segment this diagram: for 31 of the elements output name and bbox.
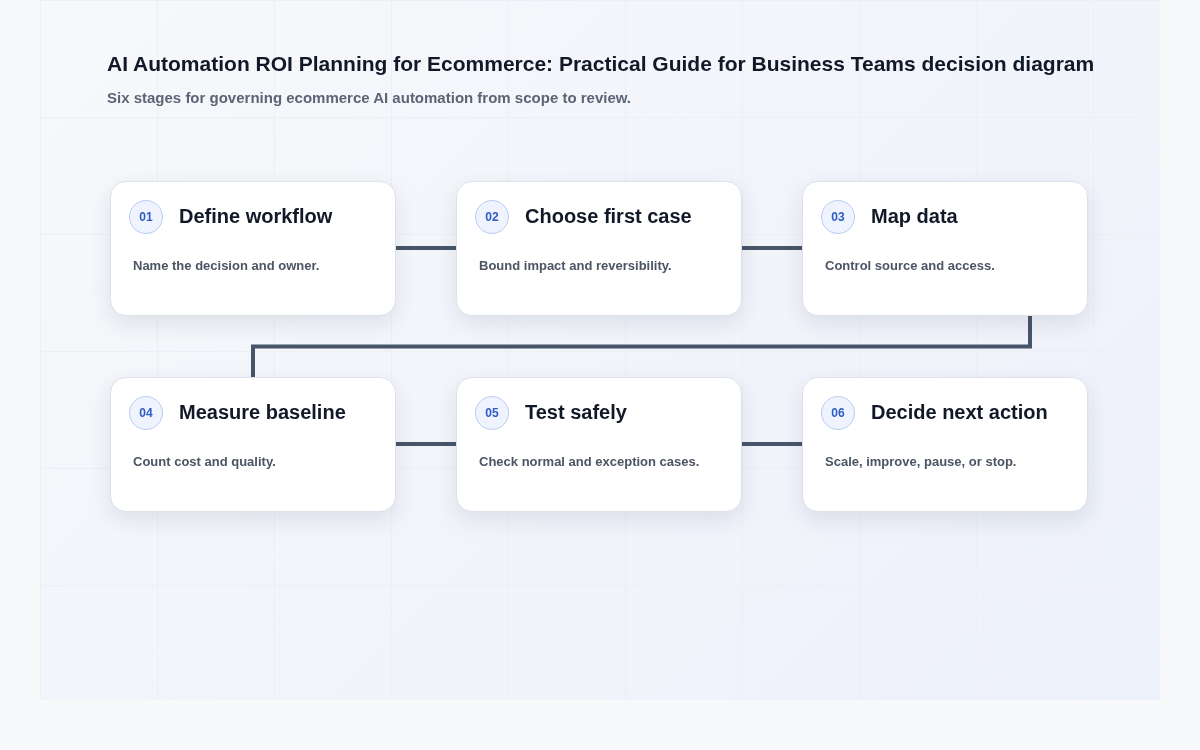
step-title: Test safely [525, 401, 627, 424]
step-description: Bound impact and reversibility. [479, 257, 673, 275]
step-description: Count cost and quality. [133, 453, 277, 471]
step-number: 04 [129, 396, 163, 430]
step-title: Choose first case [525, 205, 692, 228]
step-card [456, 181, 742, 316]
step-number: 01 [129, 200, 163, 234]
step-description: Check normal and exception cases. [479, 453, 701, 471]
step-title: Decide next action [871, 401, 1048, 424]
step-card [110, 181, 396, 316]
step-card [802, 181, 1088, 316]
step-number: 03 [821, 200, 855, 234]
connector-line [742, 246, 802, 250]
step-description: Control source and access. [825, 257, 996, 275]
step-number: 06 [821, 396, 855, 430]
step-number: 02 [475, 200, 509, 234]
step-description: Name the decision and owner. [133, 257, 321, 275]
step-card [456, 377, 742, 512]
connector-line [396, 246, 456, 250]
diagram-title: AI Automation ROI Planning for Ecommerce: Practical Guide for Business Teams decision diagram [107, 52, 1095, 76]
connector-line [742, 442, 802, 446]
step-description: Scale, improve, pause, or stop. [825, 453, 1018, 471]
step-title: Measure baseline [179, 401, 346, 424]
diagram-caption: Six stages for governing ecommerce AI automation from scope to review. [107, 89, 632, 106]
connector-line [396, 442, 456, 446]
step-title: Define workflow [179, 205, 333, 228]
step-number: 05 [475, 396, 509, 430]
step-card [802, 377, 1088, 512]
step-title: Map data [871, 205, 958, 228]
connector-line [251, 316, 1032, 377]
step-card [110, 377, 396, 512]
